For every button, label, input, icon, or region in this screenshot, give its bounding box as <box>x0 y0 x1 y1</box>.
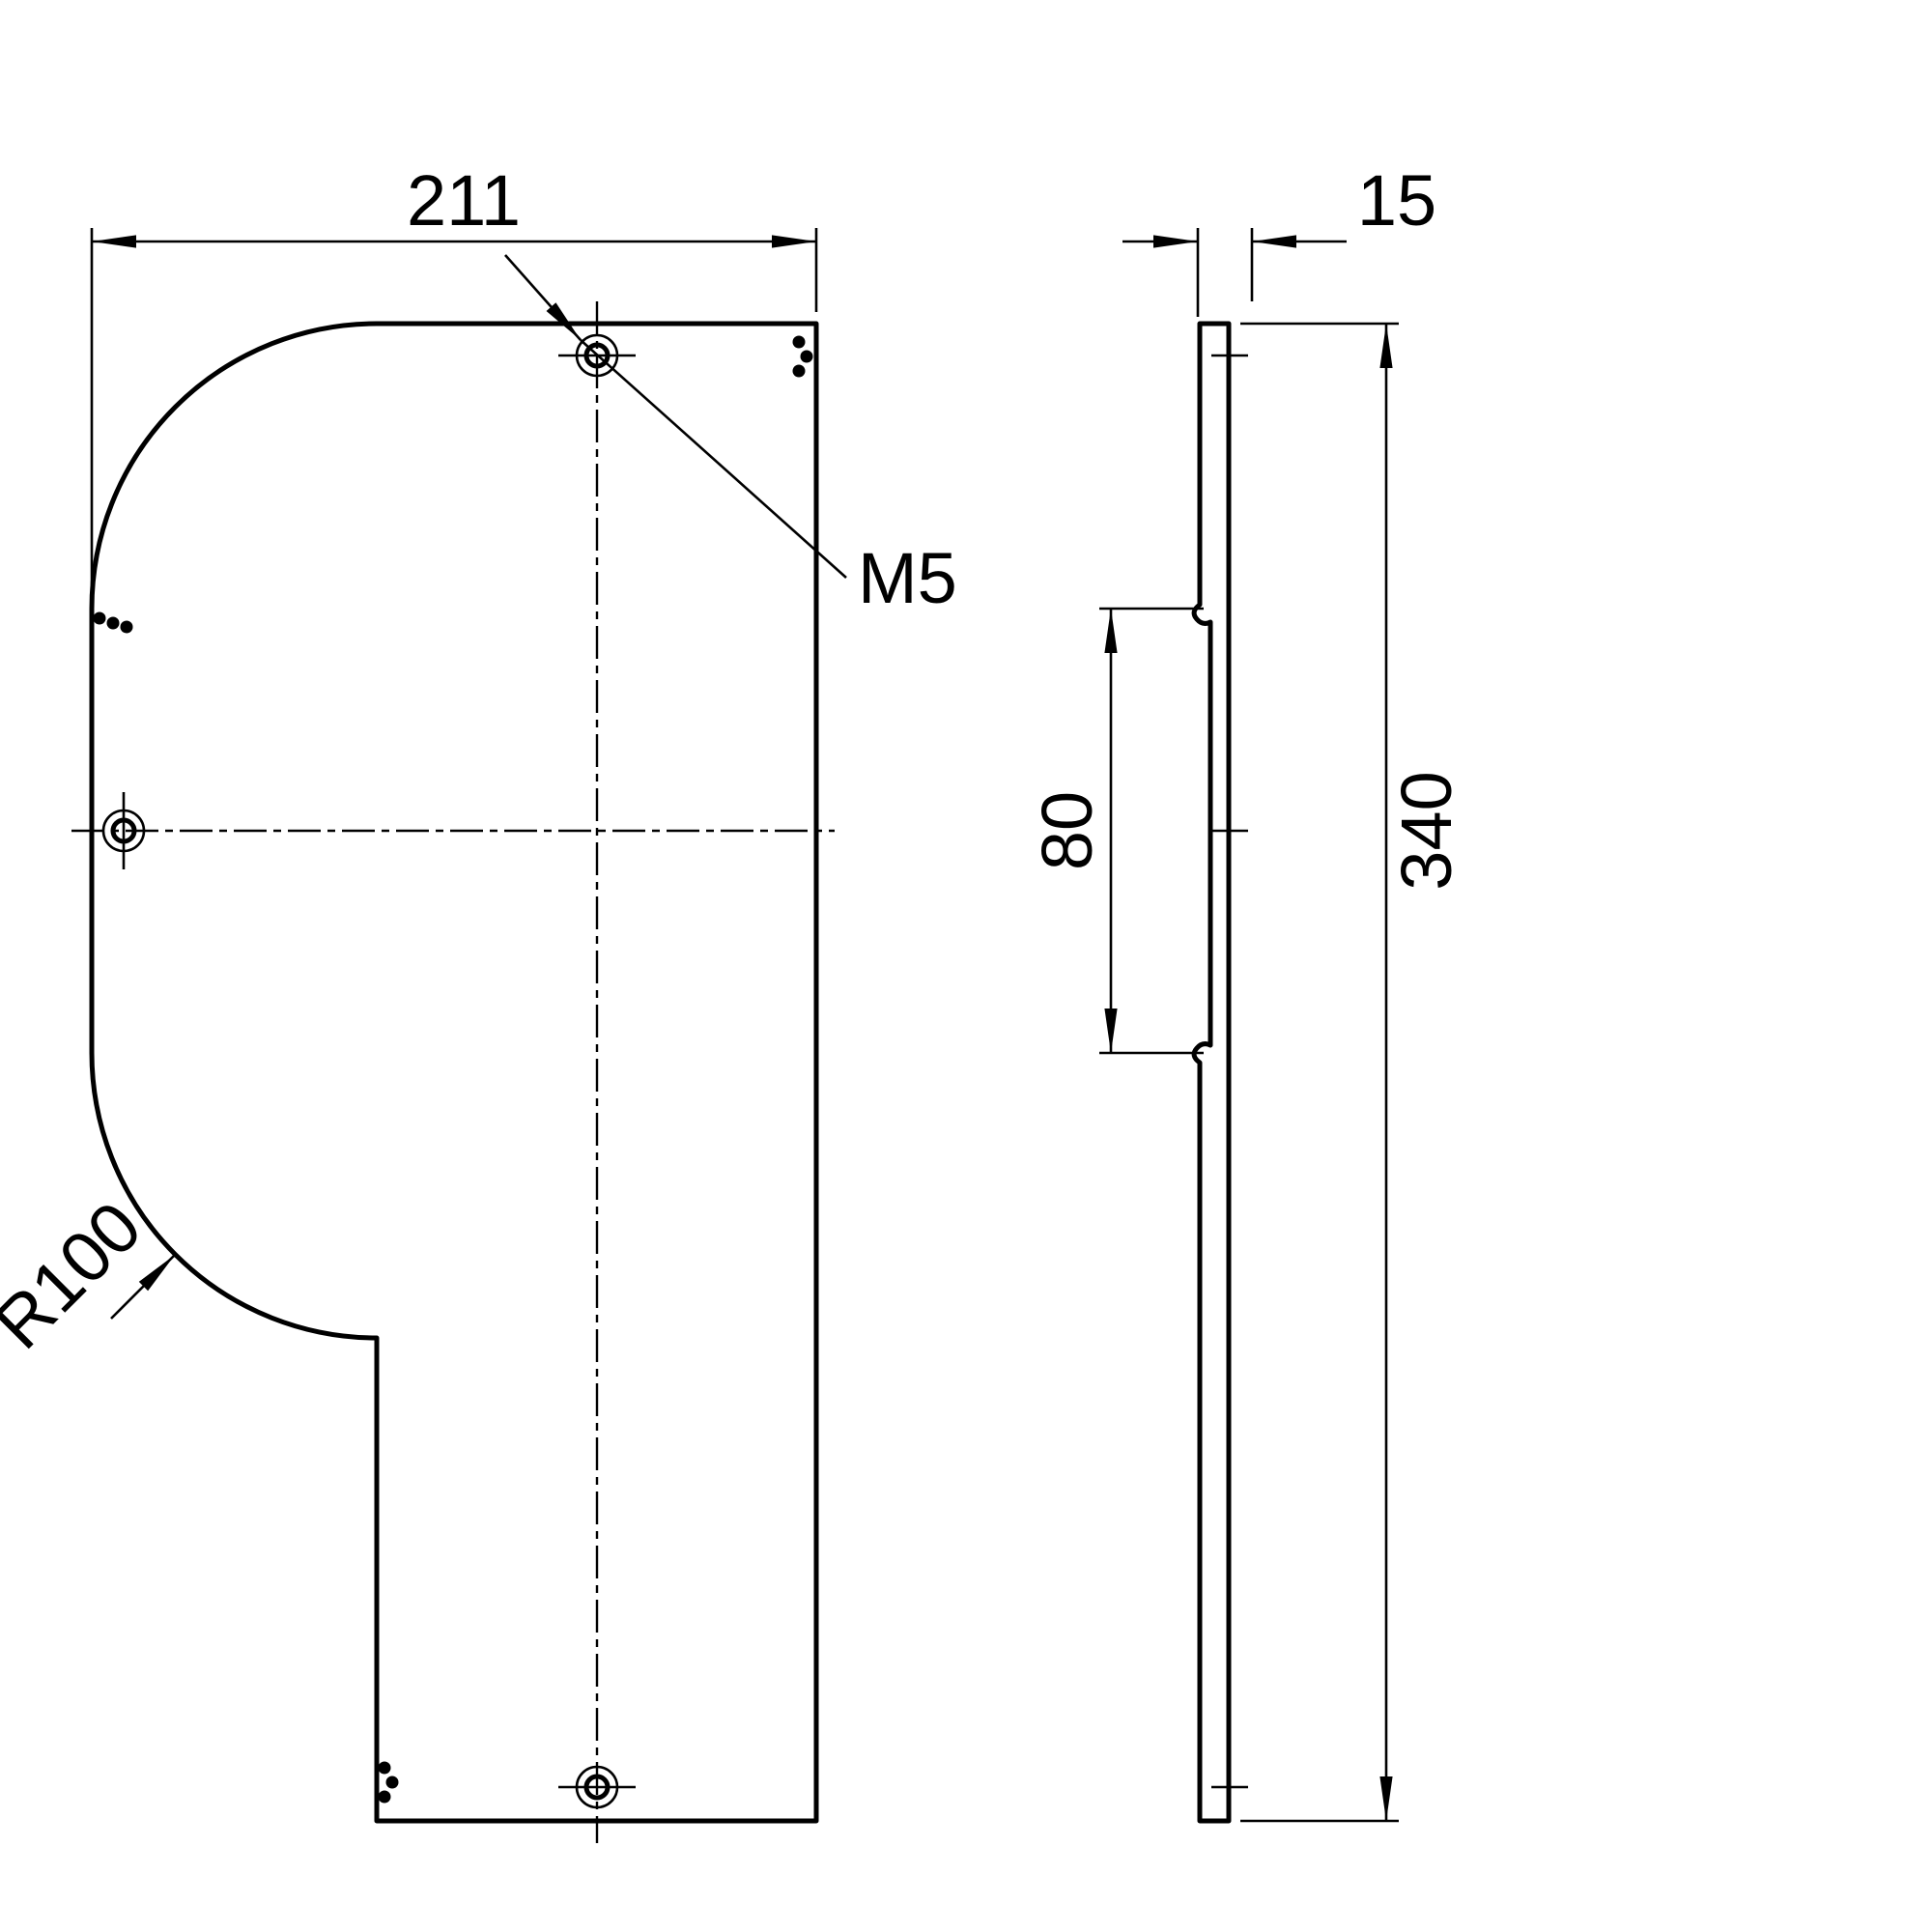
dim-depth-label: 15 <box>1357 160 1436 241</box>
leader-thread-arrow <box>504 254 582 341</box>
dim-width: 211 <box>90 160 818 601</box>
leader-radius-label: R100 <box>0 1186 156 1364</box>
dim-depth: 15 <box>1122 160 1436 317</box>
clip-mark-bottom-left <box>378 1761 399 1804</box>
leader-radius: R100 <box>0 1186 176 1364</box>
clip-dot <box>800 350 813 363</box>
side-view <box>1191 321 1248 1824</box>
hole-bottom <box>558 1765 636 1809</box>
side-view-outline <box>1191 321 1232 1824</box>
clip-dot <box>792 335 806 349</box>
leader-radius-arrow <box>110 1254 176 1320</box>
clip-mark-top-right <box>792 335 813 378</box>
leader-thread-line <box>580 339 847 579</box>
dim-overall-label: 340 <box>1386 771 1466 890</box>
dimensions: 211 15 80 340 M5 <box>0 160 1466 1823</box>
dim-overall-height: 340 <box>1240 322 1466 1823</box>
clip-dot <box>378 1790 391 1804</box>
clip-dot <box>792 364 806 378</box>
clip-dot <box>93 611 106 625</box>
front-view-outline <box>89 321 819 1824</box>
front-view <box>71 301 835 1843</box>
dim-flange-height: 80 <box>1027 607 1204 1055</box>
clip-mark-left <box>93 611 133 634</box>
clip-dot <box>385 1776 399 1789</box>
dim-width-label: 211 <box>407 160 521 241</box>
leader-thread: M5 <box>504 254 957 618</box>
dim-flange-label: 80 <box>1027 791 1107 870</box>
clip-dot <box>106 616 120 630</box>
leader-thread-label: M5 <box>858 538 957 618</box>
clip-dot <box>120 620 133 634</box>
hole-left <box>101 792 146 869</box>
clip-dot <box>378 1761 391 1775</box>
